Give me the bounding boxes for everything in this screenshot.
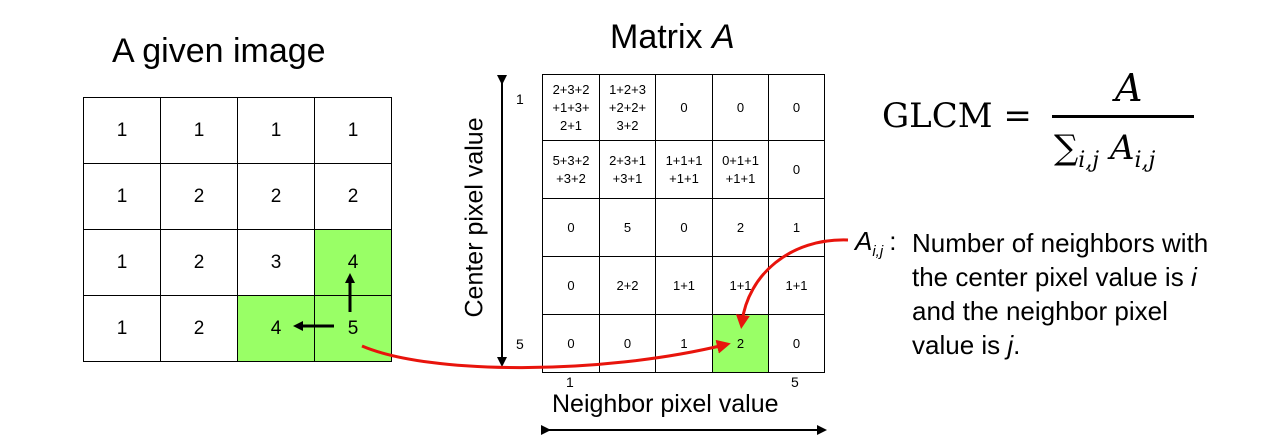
x-tick-right: 5 xyxy=(791,374,799,390)
matrix-cell: 5+3+2 +3+2 xyxy=(542,140,600,199)
image-cell: 2 xyxy=(314,163,392,230)
legend-symbol: Ai,j: xyxy=(855,226,897,261)
matrix-title: Matrix A xyxy=(610,18,735,57)
x-tick-left: 1 xyxy=(566,374,574,390)
image-cell: 2 xyxy=(237,163,315,230)
formula-equals: = xyxy=(1003,96,1032,136)
matrix-cell: 1 xyxy=(655,314,713,373)
image-cell: 3 xyxy=(237,229,315,296)
red-legend-arrow xyxy=(735,238,849,329)
matrix-cell: 0 xyxy=(542,314,600,373)
formula-lhs: GLCM = xyxy=(882,96,1032,136)
matrix-cell: 0 xyxy=(768,314,825,373)
matrix-cell: 0 xyxy=(768,74,825,141)
image-cell: 4 xyxy=(314,229,392,296)
image-cell: 1 xyxy=(83,295,161,362)
image-cell: 2 xyxy=(160,295,238,362)
image-cell: 1 xyxy=(314,97,392,164)
matrix-cell: 2+3+2 +1+3+ 2+1 xyxy=(542,74,600,141)
image-cell: 1 xyxy=(83,229,161,296)
legend-line-2: the center pixel value is i xyxy=(912,262,1197,292)
matrix-cell: 0+1+1 +1+1 xyxy=(712,140,769,199)
y-tick-bottom: 5 xyxy=(516,336,524,352)
matrix-cell: 1+1 xyxy=(712,256,769,315)
sum-symbol: ∑ xyxy=(1054,128,1079,168)
image-cell: 2 xyxy=(160,229,238,296)
formula-glcm: GLCM xyxy=(882,96,993,136)
fraction-bar xyxy=(1052,115,1194,118)
matrix-title-prefix: Matrix xyxy=(610,18,712,56)
legend-line-1: Number of neighbors with xyxy=(912,228,1209,258)
legend-description: Number of neighbors with the center pixe… xyxy=(912,226,1208,362)
matrix-cell: 0 xyxy=(542,198,600,257)
image-cell: 1 xyxy=(237,97,315,164)
formula-numerator: A xyxy=(1115,66,1143,110)
matrix-cell: 1+1 xyxy=(768,256,825,315)
legend-line-4: value is j. xyxy=(912,330,1021,360)
matrix-cell: 1+2+3 +2+2+ 3+2 xyxy=(599,74,656,141)
red-mapping-arrow xyxy=(361,339,731,370)
image-cell: 1 xyxy=(160,97,238,164)
matrix-title-var: A xyxy=(712,18,735,56)
y-tick-top: 1 xyxy=(516,91,524,107)
matrix-cell: 1+1 xyxy=(655,256,713,315)
image-title: A given image xyxy=(112,32,326,70)
legend-line-3: and the neighbor pixel xyxy=(912,296,1168,326)
formula-denominator: ∑i,j Ai,j xyxy=(1054,128,1156,173)
matrix-cell: 2+3+1 +3+1 xyxy=(599,140,656,199)
x-axis-label: Neighbor pixel value xyxy=(552,390,779,418)
